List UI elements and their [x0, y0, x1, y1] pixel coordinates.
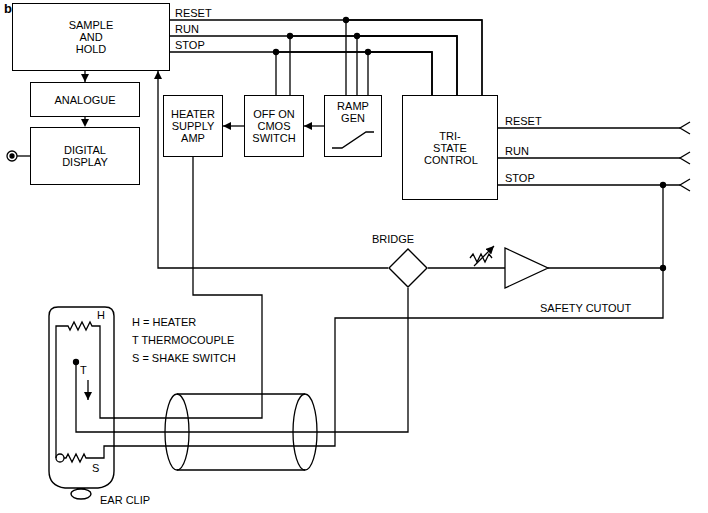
box-label: HEATER SUPPLY AMP [167, 108, 219, 144]
signal-name: RUN [505, 145, 529, 157]
part-letter: H [97, 309, 105, 321]
part-letter: T [80, 364, 87, 376]
amplifier-symbol [505, 248, 548, 288]
thermocouple-junction [74, 360, 79, 365]
ear-clip: EAR CLIP [48, 306, 115, 502]
signal-name: SAFETY CUTOUT [540, 302, 631, 314]
connector [84, 71, 85, 82]
wire [17, 155, 30, 156]
junction-dot [661, 266, 666, 271]
signal-name: RESET [505, 115, 542, 127]
connector [170, 20, 482, 95]
box-label: OFF ON CMOS SWITCH [248, 108, 300, 144]
connector [223, 125, 244, 126]
junction-dot [661, 183, 666, 188]
connector [276, 52, 432, 95]
variable-resistor-symbol [470, 254, 492, 262]
shake-arrow [87, 380, 88, 400]
key-text: T THERMOCOUPLE [132, 334, 234, 346]
layout-wires [7, 122, 690, 470]
connector [346, 20, 482, 95]
connector [357, 36, 457, 95]
connector [170, 36, 457, 95]
switch-box: OFF ON CMOS SWITCH [244, 95, 304, 157]
box-label: TRI-STATE CONTROL [424, 130, 476, 166]
key-text: S = SHAKE SWITCH [132, 352, 236, 364]
bridge-diamond: BRIDGE [388, 248, 428, 288]
connector [170, 52, 432, 95]
connector-layer [85, 18, 482, 433]
ramp-generator-box: RAMP GEN [324, 95, 382, 157]
signal-name: STOP [505, 172, 535, 184]
output-terminal [7, 151, 17, 161]
connector [368, 52, 432, 95]
figure-letter: b [4, 3, 12, 15]
connector [114, 288, 408, 432]
part-letter: S [92, 462, 99, 474]
connector [290, 36, 457, 95]
connector [84, 117, 85, 127]
safety-cutout-wire [115, 185, 663, 446]
variable-resistor-symbol [474, 246, 494, 266]
signal-name: STOP [174, 39, 206, 51]
connector [304, 125, 324, 126]
control-line [498, 128, 680, 185]
bridge-diamond-outline [389, 249, 427, 287]
process-box: SAMPLE AND HOLD [12, 3, 170, 71]
connector [114, 157, 262, 418]
key-text: H = HEATER [132, 316, 196, 328]
ear-clip-outline [48, 306, 115, 502]
shape-label: EAR CLIP [100, 494, 150, 506]
signal-name: RESET [174, 7, 213, 19]
box-label: SAMPLE AND HOLD [65, 19, 117, 55]
connector-symbol [680, 122, 690, 191]
output-terminal [10, 154, 14, 158]
bridge-diamond-outline [388, 248, 428, 288]
process-box: ANALOGUE [30, 82, 140, 117]
heater-element [56, 322, 115, 458]
shake-switch [64, 446, 115, 462]
ramp-symbol [332, 132, 374, 148]
signal-name: RUN [174, 23, 200, 35]
ear-clip-outline [49, 307, 114, 499]
box-label: RAMP GEN [333, 100, 373, 124]
shape-label: BRIDGE [372, 233, 414, 245]
thermocouple-wire [76, 362, 115, 432]
wire [428, 267, 505, 268]
box-label: DIGITAL DISPLAY [50, 144, 120, 168]
box-label: ANALOGUE [54, 94, 115, 106]
control-box: TRI-STATE CONTROL [402, 95, 498, 200]
shake-switch-contact [56, 454, 64, 462]
amplifier-box: HEATER SUPPLY AMP [163, 95, 223, 157]
display-box: DIGITAL DISPLAY [30, 127, 140, 185]
